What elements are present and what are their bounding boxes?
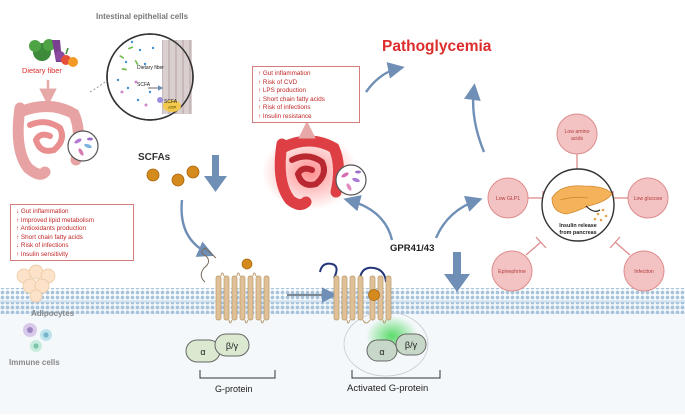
active-g-protein [351, 333, 441, 379]
inhibitor-low-amino-acids-line1: Low amino [564, 129, 589, 135]
harm-item: ↓ Short chain fatty acids [258, 95, 325, 103]
arrow-receptor-to-pancreas [434, 195, 483, 239]
inhibitor-epinephrine [491, 250, 533, 292]
arrow-scfa-to-receptor [180, 199, 215, 257]
insulin-release-line2: from pancreas [559, 230, 596, 236]
inhibitor-low-glp1 [487, 177, 529, 219]
inhibitor-low-amino-acids-line2: acids [571, 136, 584, 142]
g-alpha-label: α [200, 347, 205, 357]
vegetables-icon [29, 39, 78, 67]
g-beta-gamma-label: β/γ [226, 341, 239, 351]
harm-item: ↑ LPS production [258, 87, 306, 95]
inset-scfa-receptor-label: SCFA [164, 99, 178, 105]
dietary-fiber-label: Dietary fiber [22, 66, 62, 75]
benefit-item: ↑ Insulin sensitivity [16, 250, 69, 258]
inflamed-intestine-icon [262, 134, 358, 211]
immune-cells-icon [23, 323, 52, 352]
adipocytes-label: Adipocytes [31, 309, 75, 318]
immune-cells-label: Immune cells [9, 358, 60, 367]
scfa-ligand-bound [368, 289, 380, 301]
scfa-molecules [146, 165, 200, 187]
harms-box: ↑ Gut inflammation ↑ Risk of CVD ↑ LPS p… [252, 66, 360, 123]
active-g-alpha-label: α [379, 347, 384, 357]
inactive-gpcr [200, 247, 270, 324]
gpr-label: GPR41/43 [390, 243, 435, 254]
inhibitor-infection-label: Infection [634, 269, 654, 275]
inhibitor-low-glp1-label: Low GLP1 [496, 196, 520, 202]
inhibitor-infection [623, 250, 665, 292]
benefit-item: ↓ Gut inflammation [16, 208, 69, 215]
dysbiosis-circle [335, 164, 367, 196]
activated-g-protein-label: Activated G-protein [347, 383, 429, 394]
inset-dietary-fiber-label: Dietary fiber [137, 65, 164, 71]
benefit-item: ↑ Short chain fatty acids [16, 233, 83, 241]
harm-item: ↑ Insulin resistance [258, 112, 312, 120]
inhibitor-low-glucose [627, 177, 669, 219]
microbiota-circle [67, 130, 99, 162]
adipocytes-icon [16, 264, 56, 303]
pancreas-hub: Low amino acids Low GLP1 Low glucose Epi… [487, 113, 669, 292]
active-g-beta-gamma-label: β/γ [405, 340, 418, 350]
arrow-receptor-to-gut [343, 195, 394, 241]
inhibitor-low-glucose-label: Low glucose [634, 196, 663, 202]
inhibitor-epinephrine-label: Epinephrine [498, 269, 526, 275]
inset-scfa-label: SCFA [137, 82, 151, 88]
scfas-label: SCFAs [138, 152, 171, 163]
insulin-release-line1: Insulin release [559, 223, 596, 229]
benefit-item: ↑ Improved lipid metabolism [16, 216, 95, 224]
inhibitor-low-amino-acids [556, 113, 598, 155]
benefits-box: ↓ Gut inflammation ↑ Improved lipid meta… [10, 204, 134, 261]
g-protein-label: G-protein [215, 384, 253, 394]
harm-item: ↑ Gut inflammation [258, 70, 311, 77]
inset-atp-label: ATP [168, 105, 176, 110]
benefit-item: ↑ Antioxidants production [16, 225, 87, 233]
arrow-pancreas-to-pathoglycemia [464, 83, 486, 153]
harm-item: ↑ Risk of CVD [258, 78, 298, 86]
pathoglycemia-title: Pathoglycemia [382, 38, 492, 55]
arrow-harms-to-pathoglycemia [365, 62, 405, 93]
scfa-ligand-free [241, 258, 253, 270]
epithelium-inset [106, 33, 194, 121]
inactive-g-protein [185, 333, 276, 379]
gpr-down-arrow [444, 252, 470, 292]
harm-item: ↑ Risk of infections [258, 104, 311, 112]
benefit-item: ↓ Risk of infections [16, 242, 69, 250]
intestinal-epithelial-cells-label: Intestinal epithelial cells [96, 12, 189, 21]
scfa-down-arrow [204, 155, 227, 192]
